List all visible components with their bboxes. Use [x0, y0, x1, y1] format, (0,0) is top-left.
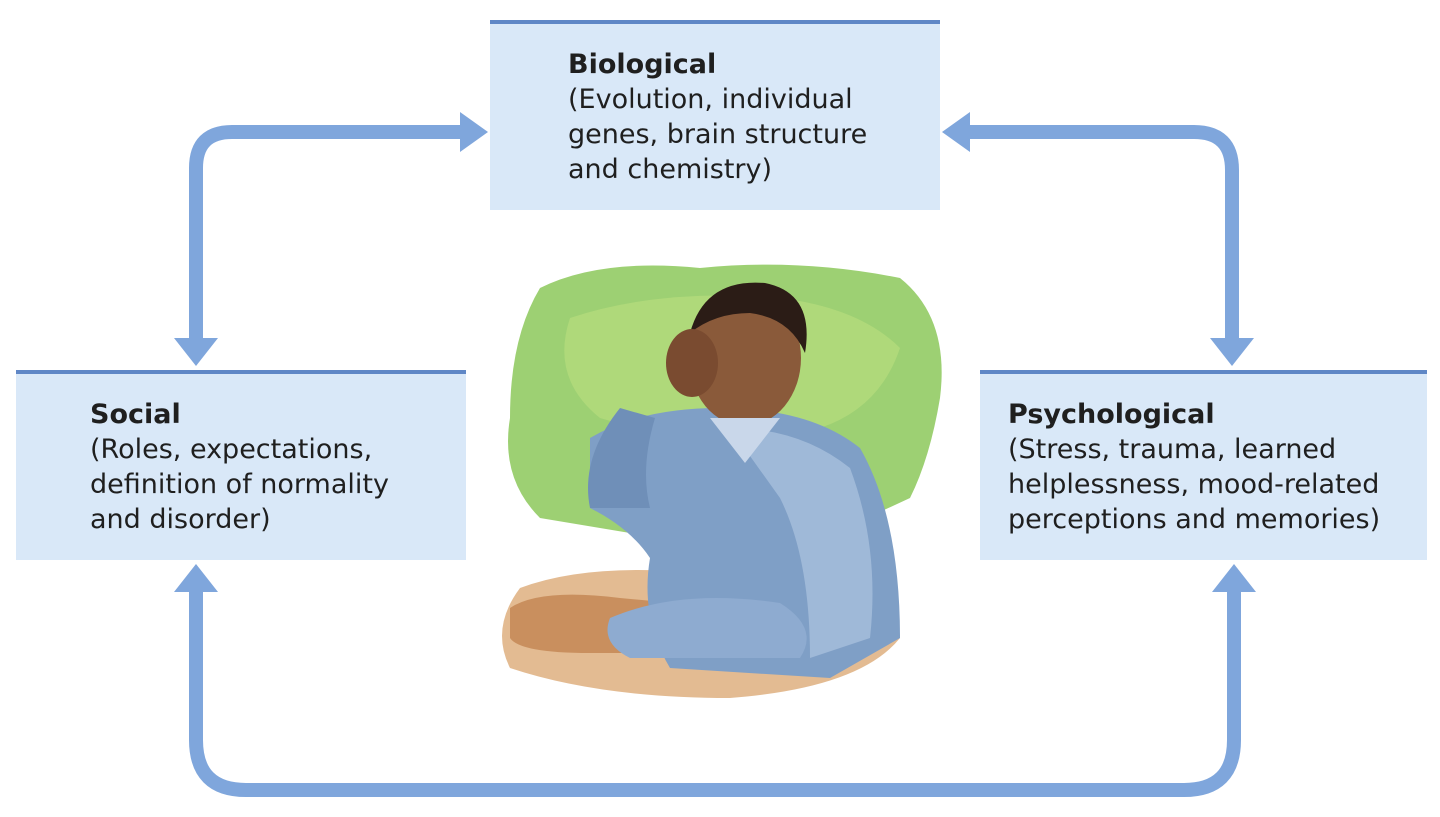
- psychological-title: Psychological: [1008, 399, 1215, 430]
- arrowhead-to-social: [174, 338, 218, 366]
- arrow-social-psychological: [189, 590, 1241, 797]
- biological-description: (Evolution, individual genes, brain stru…: [568, 84, 868, 185]
- person-table-sleeve: [607, 598, 807, 658]
- shirt-shading: [730, 428, 873, 658]
- person-hair: [690, 282, 807, 353]
- social-description: (Roles, expectations, definition of norm…: [90, 434, 389, 535]
- social-box: Social (Roles, expectations, definition …: [16, 370, 466, 560]
- arrowhead-to-biological-right: [942, 112, 970, 152]
- arrowhead-to-psychological-bottom: [1212, 564, 1256, 592]
- person-illustration: [502, 264, 942, 698]
- person-head: [689, 290, 801, 426]
- person-raised-sleeve: [588, 408, 655, 508]
- person-hand: [666, 329, 718, 397]
- psychological-description: (Stress, trauma, learned helplessness, m…: [1008, 434, 1381, 535]
- arrowhead-to-biological: [460, 112, 488, 152]
- arrowhead-to-psychological: [1210, 338, 1254, 366]
- psychological-box: Psychological (Stress, trauma, learned h…: [980, 370, 1427, 560]
- arrow-social-biological: [189, 125, 466, 340]
- arrow-biological-psychological: [964, 125, 1239, 340]
- shirt-collar: [710, 418, 780, 463]
- arrowhead-to-social-bottom: [174, 564, 218, 592]
- social-title: Social: [90, 399, 181, 430]
- biological-box: Biological (Evolution, individual genes,…: [490, 20, 940, 210]
- biological-title: Biological: [568, 49, 717, 80]
